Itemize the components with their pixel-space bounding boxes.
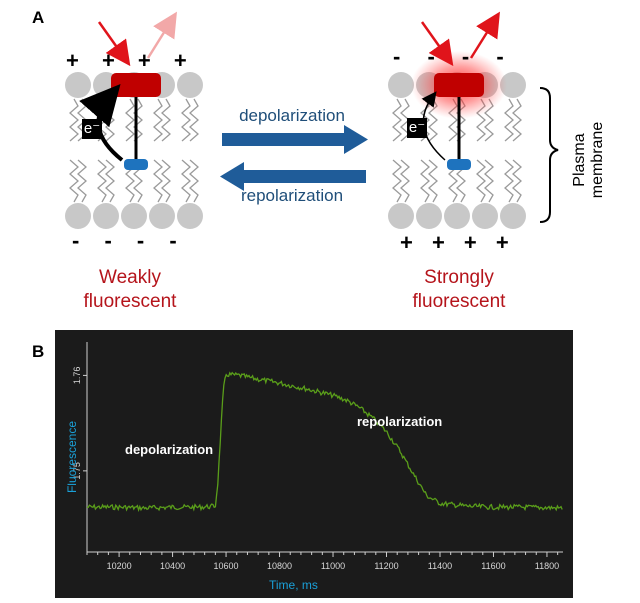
repolarization-annotation: repolarization [357, 414, 443, 429]
lipid-tail [420, 159, 430, 203]
lipid-tail [161, 159, 171, 203]
lipid-tail [181, 159, 191, 203]
y-tick-label: 1.75 [72, 462, 82, 480]
membrane-label-line: membrane [589, 121, 606, 199]
lipid-head [149, 203, 175, 229]
repolarization-arrow [220, 162, 366, 191]
lipid-tail [476, 159, 486, 203]
x-tick-label: 11200 [374, 561, 398, 571]
electron-donor [124, 159, 148, 170]
x-axis-label: Time, ms [269, 578, 318, 592]
panel-a-letter: A [32, 8, 45, 27]
lipid-head [177, 203, 203, 229]
lipid-tail [125, 98, 135, 142]
repolarization-label: repolarization [240, 186, 344, 205]
fluorescence-trace [86, 371, 563, 513]
depolarization-label: depolarization [239, 106, 345, 125]
emission-arrow-strong [469, 11, 500, 59]
lipid-tail [504, 98, 514, 142]
x-tick-label: 11400 [428, 561, 452, 571]
lipid-head [121, 203, 147, 229]
lipid-tail [161, 98, 171, 142]
left-membrane [65, 11, 203, 229]
lipid-tail [133, 98, 143, 142]
lipid-tail [105, 159, 115, 203]
lipid-tail [69, 98, 79, 142]
fluorophore [111, 73, 161, 97]
fluorescence-chart-panel: 10200 10400 10600 10800 11000 11200 11400 11600… [55, 330, 573, 598]
lipid-tail [189, 98, 199, 142]
lipid-head [388, 72, 414, 98]
x-tick-label: 11800 [535, 561, 559, 571]
fluorophore [434, 73, 484, 97]
lipid-tail [181, 98, 191, 142]
electron-transfer-arc [79, 83, 124, 162]
lipid-head [500, 72, 526, 98]
x-tick-label: 10200 [107, 561, 132, 571]
depolarization-arrow [222, 125, 368, 154]
lipid-head [177, 72, 203, 98]
membrane-diagram [65, 11, 559, 229]
lipid-tail [97, 159, 107, 203]
lipid-tail [504, 159, 514, 203]
lipid-tail [69, 159, 79, 203]
y-tick-label: 1.76 [72, 367, 82, 385]
x-tick-label: 11600 [481, 561, 505, 571]
right-membrane [388, 11, 526, 229]
lipid-tail [392, 98, 402, 142]
y-axis-label: Fluorescence [65, 420, 79, 494]
state-label-line: fluorescent [83, 291, 177, 312]
lipid-tail [189, 159, 199, 203]
lipid-tail [77, 159, 87, 203]
electron-donor [447, 159, 471, 170]
excitation-arrow [420, 21, 454, 67]
left-top-signs: + + + + [66, 48, 187, 73]
state-label-line: fluorescent [412, 291, 506, 312]
lipid-head [388, 203, 414, 229]
x-tick-label: 10400 [160, 561, 185, 571]
emission-arrow-weak [146, 11, 177, 59]
lipid-tail [428, 159, 438, 203]
lipid-tail [512, 159, 522, 203]
membrane-brace [539, 87, 559, 223]
lipid-head [416, 203, 442, 229]
lipid-tail [392, 159, 402, 203]
left-bottom-signs: - - - - [72, 228, 177, 253]
lipid-head [65, 72, 91, 98]
x-tick-label: 11000 [321, 561, 345, 571]
electron-label-left: e⁻ [82, 119, 102, 139]
excitation-arrow [97, 21, 131, 67]
fluorescence-chart: 10200 10400 10600 10800 11000 11200 11400 11600… [72, 342, 563, 571]
lipid-tail [105, 98, 115, 142]
lipid-tail [153, 159, 163, 203]
x-tick-label: 10600 [214, 561, 239, 571]
right-bottom-signs: + + + + [400, 230, 509, 255]
lipid-head [444, 203, 470, 229]
lipid-tail [484, 159, 494, 203]
lipid-head [500, 203, 526, 229]
plasma-membrane-label: Plasma membrane [571, 115, 611, 205]
membrane-label-line: Plasma [571, 133, 588, 187]
state-label-line: Strongly [424, 267, 494, 288]
lipid-tail [400, 159, 410, 203]
lipid-head [65, 203, 91, 229]
lipid-tail [153, 98, 163, 142]
lipid-head [472, 203, 498, 229]
depolarization-annotation: depolarization [125, 442, 214, 457]
right-top-signs: - - - - [393, 44, 504, 69]
lipid-head [93, 203, 119, 229]
strongly-fluorescent-label: Strongly fluorescent [384, 266, 534, 314]
state-label-line: Weakly [99, 267, 161, 288]
electron-label-right: e⁻ [407, 118, 427, 138]
lipid-tail [512, 98, 522, 142]
x-tick-label: 10800 [267, 561, 292, 571]
panel-b-letter: B [32, 342, 45, 361]
weakly-fluorescent-label: Weakly fluorescent [60, 266, 200, 314]
